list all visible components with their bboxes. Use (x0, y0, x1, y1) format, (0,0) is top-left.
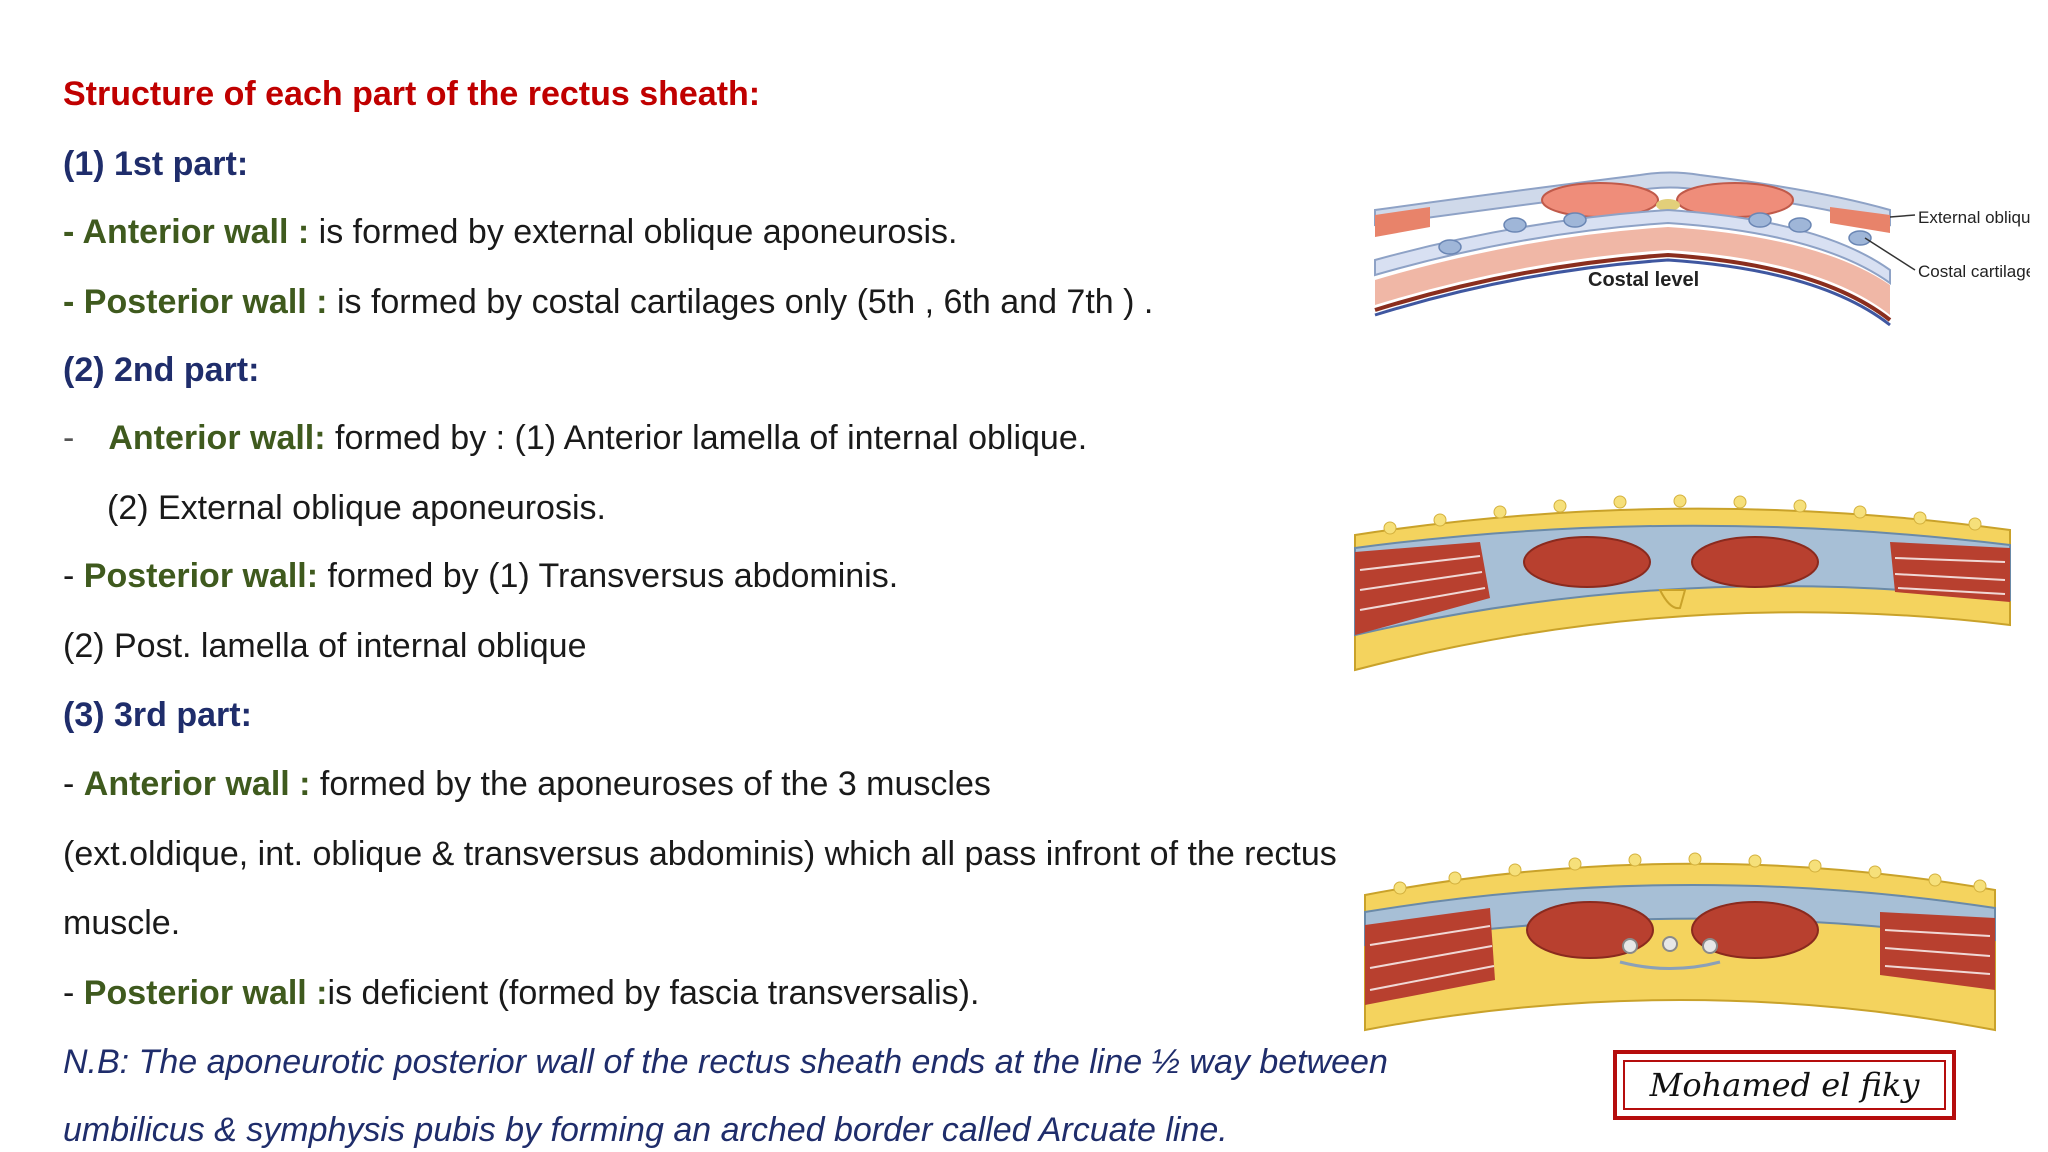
figure-below-arcuate (1360, 840, 2000, 1035)
figure-above-arcuate (1350, 490, 2015, 675)
external-oblique-label: External oblique (1918, 208, 2030, 227)
part2-anterior-wall-cont: (2) External oblique aponeurosis. (107, 489, 606, 527)
part3-anterior-wall: - Anterior wall : formed by the aponeuro… (63, 765, 991, 803)
part1-posterior-wall: - Posterior wall : is formed by costal c… (63, 283, 1154, 321)
figure-costal-level: Costal level External oblique Costal car… (1370, 165, 2030, 340)
part1-heading: (1) 1st part: (63, 145, 249, 183)
part2-heading: (2) 2nd part: (63, 351, 260, 389)
note-line2: umbilicus & symphysis pubis by forming a… (63, 1111, 1228, 1149)
part3-heading: (3) 3rd part: (63, 696, 252, 734)
note-line1: N.B: The aponeurotic posterior wall of t… (63, 1043, 1388, 1081)
part3-anterior-wall-cont1: (ext.oldique, int. oblique & transversus… (63, 835, 1337, 873)
slide-title: Structure of each part of the rectus she… (63, 75, 761, 113)
part1-anterior-wall: - Anterior wall : is formed by external … (63, 213, 958, 251)
signature-text: Mohamed el fiky (1623, 1060, 1946, 1110)
part3-anterior-wall-cont2: muscle. (63, 904, 181, 942)
part2-anterior-wall: -Anterior wall: formed by : (1) Anterior… (63, 419, 1088, 457)
above-arcuate-illustration (1354, 494, 2011, 672)
costal-level-label: Costal level (1588, 269, 1699, 291)
signature-box: Mohamed el fiky (1613, 1050, 1956, 1120)
costal-level-illustration: Costal level External oblique Costal car… (1374, 171, 2030, 327)
costal-cartilage-label: Costal cartilage (1918, 262, 2030, 281)
part2-posterior-wall: - Posterior wall: formed by (1) Transver… (63, 557, 899, 595)
part3-posterior-wall: - Posterior wall :is deficient (formed b… (63, 974, 980, 1012)
part2-posterior-wall-cont: (2) Post. lamella of internal oblique (63, 627, 587, 665)
below-arcuate-illustration (1364, 852, 1996, 1032)
